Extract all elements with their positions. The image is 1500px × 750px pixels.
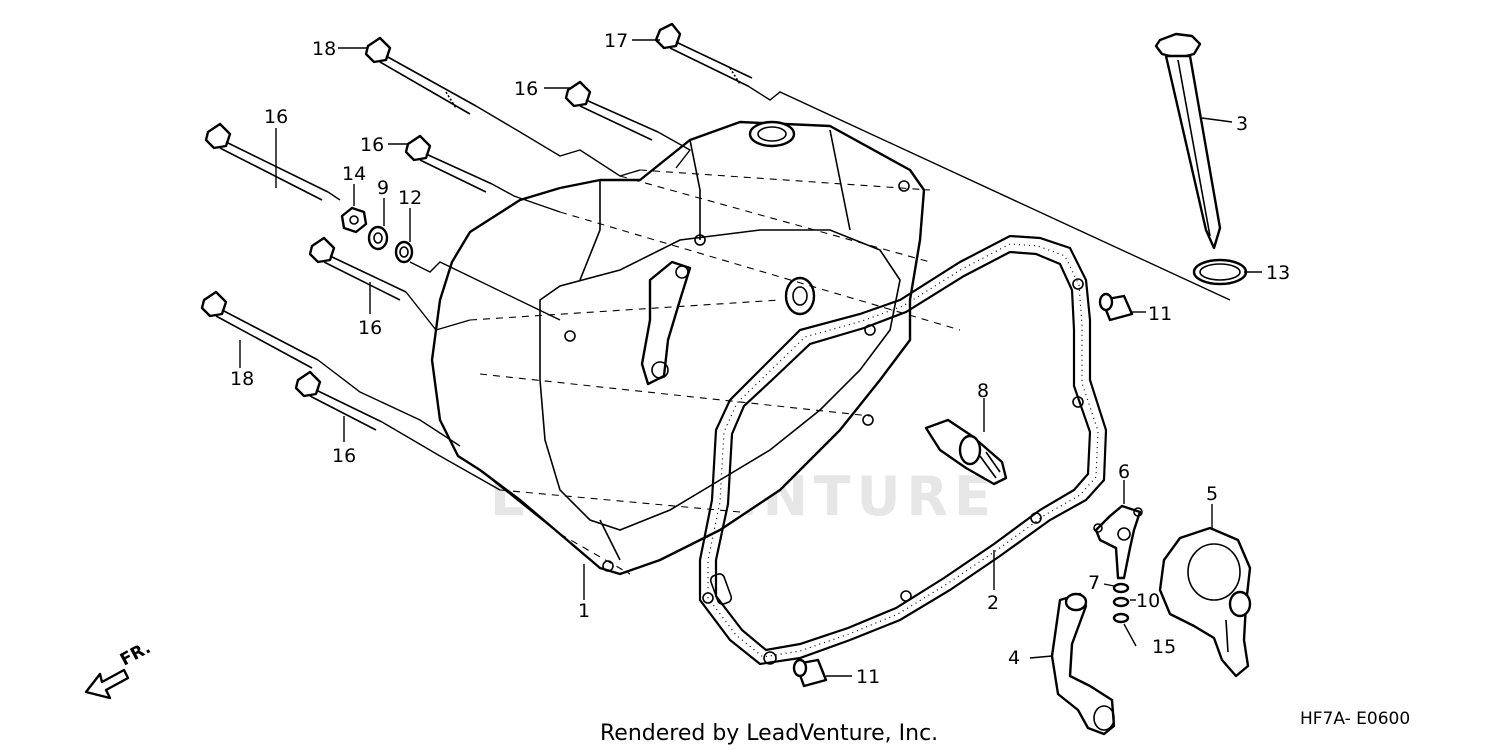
callout-10: 10 bbox=[1136, 590, 1160, 612]
front-direction-arrow-icon bbox=[84, 668, 130, 700]
callout-15: 15 bbox=[1152, 636, 1176, 658]
bolt-16-lower[interactable] bbox=[294, 370, 383, 431]
callout-2: 2 bbox=[987, 592, 999, 614]
direction-label: FR. bbox=[117, 638, 154, 670]
callout-18-lower: 18 bbox=[230, 368, 254, 390]
dowel-pin-11-upper[interactable] bbox=[1098, 292, 1134, 322]
callout-12: 12 bbox=[398, 187, 422, 209]
spindle-8[interactable] bbox=[924, 418, 1008, 486]
oil-dipstick-3[interactable] bbox=[1154, 32, 1222, 250]
callout-16-lower: 16 bbox=[332, 445, 356, 467]
callout-17: 17 bbox=[604, 30, 628, 52]
bolt-16-upper-left[interactable] bbox=[204, 122, 329, 201]
bolt-18-top[interactable] bbox=[364, 36, 477, 115]
washer-9[interactable] bbox=[367, 225, 389, 251]
washer-15[interactable] bbox=[1112, 612, 1130, 624]
callout-18-top: 18 bbox=[312, 38, 336, 60]
callout-8: 8 bbox=[977, 380, 989, 402]
leader-lines bbox=[239, 39, 1262, 677]
callout-5: 5 bbox=[1206, 483, 1218, 505]
callout-6: 6 bbox=[1118, 461, 1130, 483]
callout-16-mid: 16 bbox=[360, 134, 384, 156]
o-ring-13[interactable] bbox=[1192, 258, 1248, 286]
lever-6[interactable] bbox=[1093, 504, 1143, 580]
callout-11-upper: 11 bbox=[1148, 303, 1172, 325]
callout-1: 1 bbox=[578, 600, 590, 622]
bolt-16-upper-right[interactable] bbox=[564, 80, 659, 141]
bolt-18-lower[interactable] bbox=[200, 290, 319, 369]
washer-7[interactable] bbox=[1112, 582, 1130, 594]
callout-14: 14 bbox=[342, 163, 366, 185]
rendered-by-footer: Rendered by LeadVenture, Inc. bbox=[600, 721, 938, 746]
gasket-2[interactable] bbox=[698, 234, 1108, 666]
bolt-16-mid[interactable] bbox=[404, 134, 493, 193]
bolt-16-lower-mid[interactable] bbox=[308, 236, 407, 301]
arm-4[interactable] bbox=[1050, 592, 1116, 736]
callout-13: 13 bbox=[1266, 262, 1290, 284]
alignment-lines bbox=[317, 85, 1231, 575]
bolt-17[interactable] bbox=[654, 22, 753, 87]
crankcase-cover-1[interactable] bbox=[430, 120, 926, 576]
callout-16-lower-mid: 16 bbox=[358, 317, 382, 339]
dowel-pin-11-lower[interactable] bbox=[792, 658, 828, 688]
callout-4: 4 bbox=[1008, 647, 1020, 669]
nut-14[interactable] bbox=[340, 206, 368, 234]
callout-11-lower: 11 bbox=[856, 666, 880, 688]
callout-7: 7 bbox=[1088, 572, 1100, 594]
washer-10[interactable] bbox=[1112, 596, 1130, 608]
callout-3: 3 bbox=[1236, 113, 1248, 135]
cover-5[interactable] bbox=[1158, 526, 1252, 678]
callout-9: 9 bbox=[377, 177, 389, 199]
callout-16-upper-right: 16 bbox=[514, 78, 538, 100]
diagram-code: HF7A- E0600 bbox=[1300, 709, 1410, 729]
callout-16-upper-left: 16 bbox=[264, 106, 288, 128]
o-ring-12[interactable] bbox=[394, 240, 414, 264]
